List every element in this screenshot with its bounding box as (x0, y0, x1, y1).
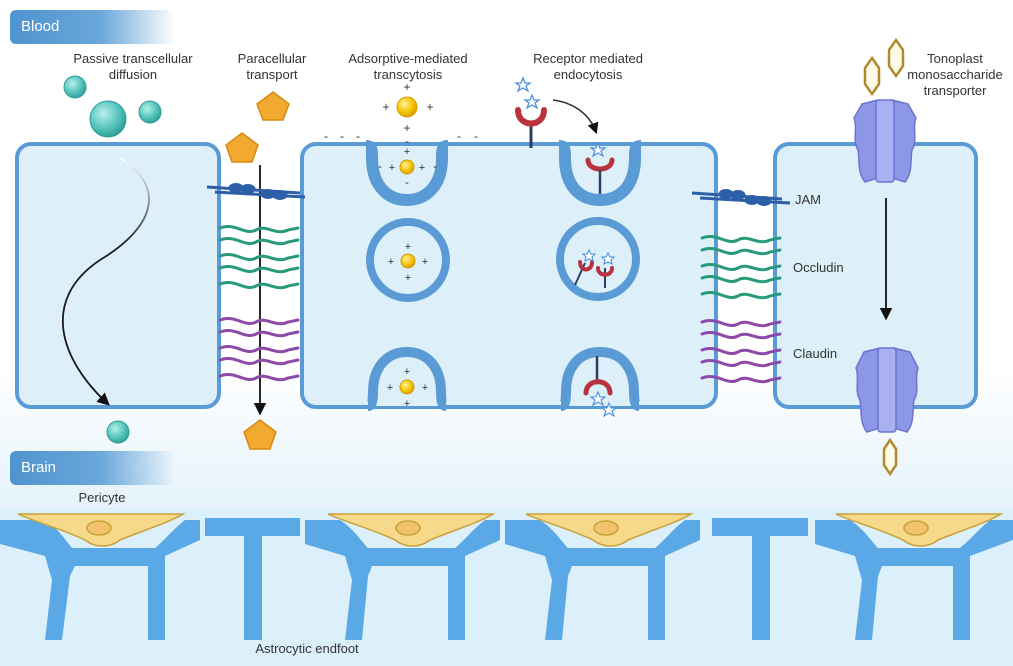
jam-junction-right (691, 189, 791, 206)
svg-text:+: + (422, 256, 428, 268)
svg-text:+: + (419, 162, 425, 174)
cationic-molecule-blood (396, 96, 418, 118)
svg-text:-: - (356, 129, 360, 143)
lipophilic-molecules (63, 75, 162, 138)
claudin-label: Claudin (793, 346, 838, 361)
occludin-junction-right (700, 235, 782, 300)
transporter-bottom (855, 347, 919, 433)
pentagon-molecule-bottom (243, 419, 277, 450)
receptor-invagination (558, 140, 642, 207)
receptor-label: Receptor mediated endocytosis (522, 51, 654, 83)
svg-text:-: - (378, 161, 382, 173)
diffusion-arrow (62, 157, 150, 406)
receptor-exocytosis (559, 346, 641, 418)
adsorptive-label-line2: transcytosis (373, 67, 443, 82)
paracellular-label-line1: Paracellular (237, 51, 307, 66)
pentagon-molecule-entering (225, 132, 259, 163)
brain-section-banner: Brain (10, 451, 175, 485)
charge-signs-invagination: + + + - - - (378, 146, 437, 189)
adsorptive-label: Adsorptive-mediated transcytosis (336, 51, 480, 83)
transporter-top (853, 99, 917, 183)
paracellular-label-line2: transport (246, 67, 298, 82)
passive-label-line1: Passive transcellular (73, 51, 193, 66)
charge-signs-blood: + + + + - - - - - - (324, 80, 478, 148)
svg-text:-: - (433, 161, 437, 173)
svg-text:+: + (405, 272, 411, 284)
svg-text:+: + (389, 162, 395, 174)
transporter-label: Tonoplast monosaccharide transporter (900, 51, 1010, 99)
pericyte-label: Pericyte (78, 490, 126, 505)
claudin-junction-left (218, 317, 300, 382)
svg-text:+: + (422, 382, 428, 394)
charge-signs-vesicle: + + + + (388, 241, 428, 284)
svg-text:+: + (388, 256, 394, 268)
receptor-label-line1: Receptor mediated (533, 51, 643, 66)
jam-label: JAM (795, 192, 821, 207)
blood-label: Blood (21, 18, 60, 35)
svg-text:+: + (382, 100, 389, 114)
glucose-molecule-brain (882, 437, 898, 477)
jam-junction-left (206, 183, 306, 200)
ligand-stars-blood (514, 76, 541, 110)
glucose-molecules-blood (863, 37, 905, 97)
adsorptive-exocytosis (366, 346, 448, 411)
transporter-label-line3: transporter (923, 83, 987, 98)
adsorptive-vesicle (366, 218, 450, 302)
svg-text:-: - (405, 177, 409, 189)
surface-receptor (515, 107, 547, 148)
endothelial-cell-left (15, 142, 221, 409)
pericytes (17, 513, 1004, 547)
paracellular-label: Paracellular transport (222, 51, 322, 83)
adsorptive-label-line1: Adsorptive-mediated (348, 51, 468, 66)
svg-text:-: - (324, 129, 328, 143)
svg-text:+: + (404, 398, 410, 410)
pentagon-molecule-top (256, 91, 290, 121)
passive-diffusion-label: Passive transcellular diffusion (63, 51, 203, 83)
svg-text:-: - (457, 129, 461, 143)
receptor-label-line2: endocytosis (553, 67, 623, 82)
svg-text:+: + (403, 80, 410, 94)
svg-text:-: - (474, 129, 478, 143)
astrocytic-endfoot-label: Astrocytic endfoot (255, 641, 359, 656)
astrocytic-endfeet (0, 518, 1013, 640)
occludin-label: Occludin (793, 260, 844, 275)
claudin-junction-right (700, 319, 782, 384)
endocytosis-arrow (552, 99, 599, 135)
svg-text:+: + (405, 241, 411, 253)
diffused-molecule (106, 420, 130, 444)
endothelial-cell-middle (300, 142, 718, 409)
brain-label: Brain (21, 459, 57, 476)
charge-signs-exocytosis: + + + + (387, 366, 428, 410)
svg-text:+: + (404, 366, 410, 378)
svg-text:+: + (403, 121, 410, 135)
receptor-vesicle (556, 217, 640, 301)
svg-text:+: + (404, 146, 410, 158)
transporter-label-line2: monosaccharide (907, 67, 1003, 82)
blood-section-banner: Blood (10, 10, 175, 44)
svg-text:-: - (340, 129, 344, 143)
svg-text:+: + (426, 100, 433, 114)
transporter-label-line1: Tonoplast (927, 51, 983, 66)
occludin-junction-left (218, 225, 300, 290)
svg-text:-: - (405, 134, 409, 148)
passive-label-line2: diffusion (108, 67, 158, 82)
svg-text:+: + (387, 382, 393, 394)
adsorptive-invagination (365, 140, 449, 207)
